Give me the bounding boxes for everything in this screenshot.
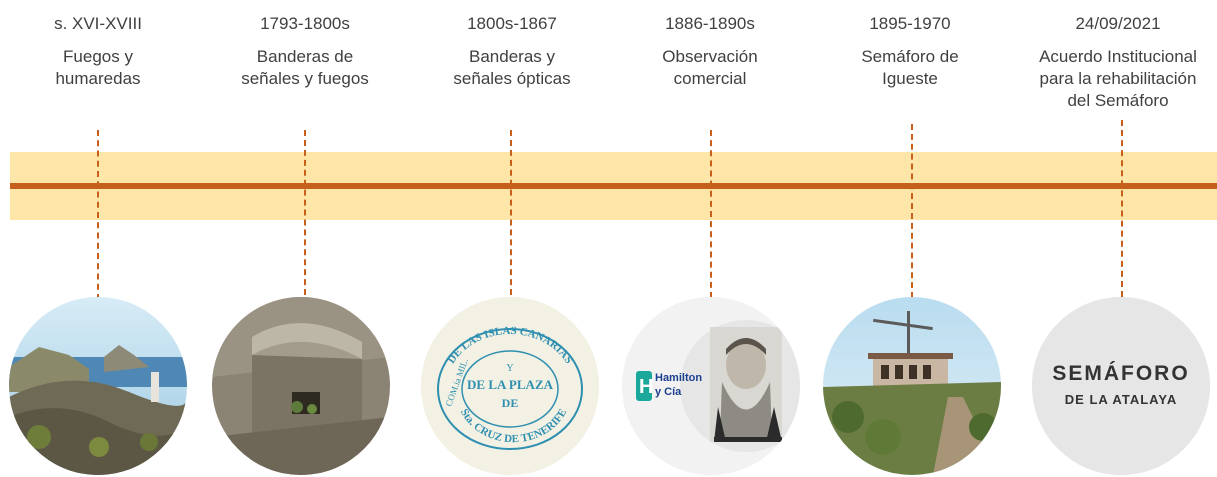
stamp-line-2: DE LA PLAZA [467, 377, 554, 392]
hamilton-line-2: y Cía [655, 386, 682, 398]
event-label: Semáforo de Igueste [861, 47, 959, 88]
event-date: 1895-1970 [869, 14, 951, 33]
event-tick [1121, 120, 1123, 297]
semaforo-logo-image: SEMÁFORO DE LA ATALAYA [1032, 297, 1210, 475]
event-tick [304, 130, 306, 305]
stamp-line-3: DE [502, 396, 519, 410]
stone-shelter-photo [212, 297, 390, 475]
event-tick [510, 130, 512, 305]
event-tick [911, 124, 913, 298]
event-date: 1886-1890s [665, 14, 755, 33]
event-label: Fuegos y humaredas [55, 47, 141, 88]
event-label: Banderas de señales y fuegos [241, 47, 369, 88]
event-date: 24/09/2021 [1075, 14, 1161, 33]
timeline-axis [10, 183, 1217, 189]
stamp-line-1: Y [506, 363, 513, 374]
stamp-seal-image: DE LAS ISLAS CANARIAS Sta. CRUZ DE TENER… [421, 297, 599, 475]
event-label: Acuerdo Institucional para la rehabilita… [1039, 47, 1197, 110]
logo-line-2: DE LA ATALAYA [1065, 392, 1177, 407]
event-tick [97, 130, 99, 300]
svg-text:H: H [639, 376, 653, 398]
semaforo-building-photo [823, 297, 1001, 475]
event-label: Banderas y señales ópticas [453, 47, 571, 88]
hamilton-line-1: Hamilton [655, 372, 702, 384]
event-date: s. XVI-XVIII [54, 14, 142, 33]
hamilton-logo-image: H Hamilton y Cía [622, 297, 800, 475]
event-label: Observación comercial [662, 47, 758, 88]
logo-line-1: SEMÁFORO [1052, 362, 1189, 385]
event-date: 1800s-1867 [467, 14, 557, 33]
landscape-photo [9, 297, 187, 475]
event-date: 1793-1800s [260, 14, 350, 33]
event-tick [710, 130, 712, 298]
